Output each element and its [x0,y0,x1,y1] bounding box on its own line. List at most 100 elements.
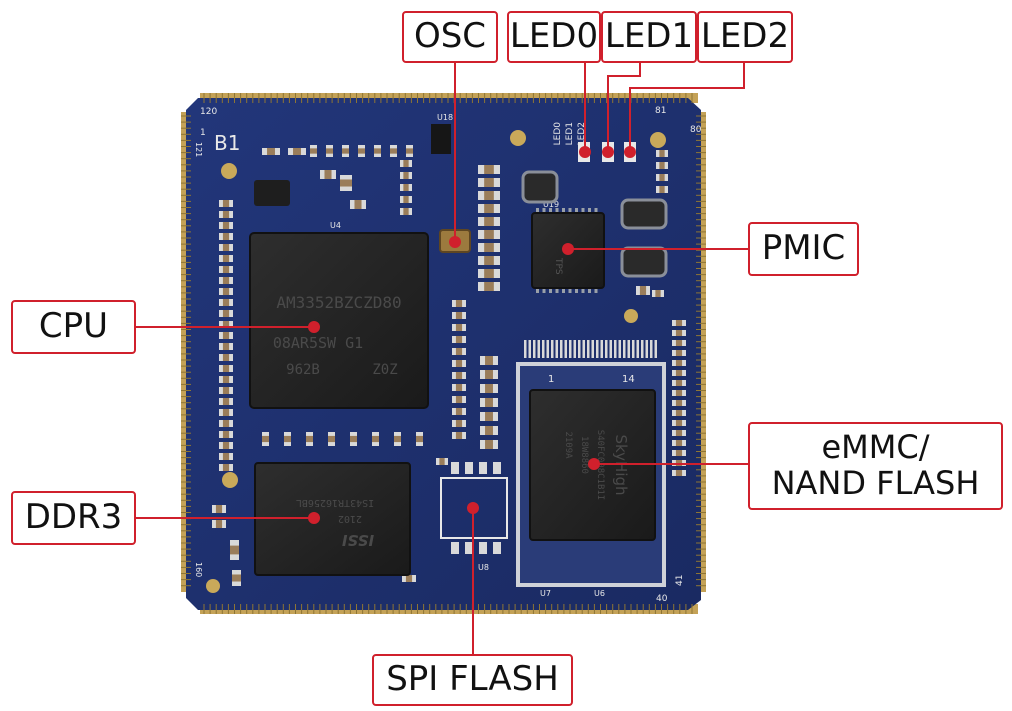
smd-body [484,178,494,187]
pmic-pin [549,208,552,213]
smd-body [485,426,493,435]
smd-body [659,174,665,181]
smd-part [372,432,379,446]
smd-body [293,148,301,155]
corner-80: 80 [690,125,702,135]
emmc-pin-pad [605,340,608,358]
smd-part [478,243,500,252]
smd-part [219,266,233,273]
smd-body [416,435,423,443]
smd-body [328,435,335,443]
pmic-pin [575,208,578,213]
led1-callout: LED1 [601,11,697,63]
emmc-pin-pad [645,340,648,358]
smd-part [480,356,498,365]
emmc-pin-pad [546,340,549,358]
led1-label: LED1 [604,16,694,57]
smd-part [478,191,500,200]
smd-part [656,186,668,193]
smd-body [675,410,683,416]
smd-body [306,435,313,443]
smd-body [405,575,413,582]
inductor [254,180,290,206]
smd-body [354,200,362,209]
smd-part [452,408,466,415]
pmic-pin [542,288,546,293]
emmc-label-line1: eMMC/ [821,428,930,467]
spi-pad [465,462,473,474]
smd-part [326,145,333,157]
spi-pad [479,462,487,474]
smd-body [403,196,409,203]
led2-dot [624,146,636,158]
led0-callout: LED0 [507,11,601,63]
smd-part [328,432,335,446]
smd-body [222,365,230,372]
smd-part [350,200,366,209]
smd-body [222,200,230,207]
smd-body [284,435,291,443]
smd-part [219,420,233,427]
smd-body [222,233,230,240]
smd-body [310,148,317,154]
smd-part [219,255,233,262]
smd-body [350,435,357,443]
smd-body [403,160,409,167]
cpu-marking-line2: 08AR5SW G1 [273,334,363,352]
osc-ref: U18 [437,113,453,122]
ddr3-label: DDR3 [24,497,123,538]
emmc-ref-b: U6 [594,589,605,598]
emmc-pin-pad [654,340,657,358]
smd-body [659,162,665,169]
cpu-dot [308,321,320,333]
smd-part [219,398,233,405]
smd-body [484,282,494,291]
smd-part [452,348,466,355]
smd-body [222,431,230,438]
cpu-marking-line1: AM3352BZCZD80 [276,293,401,312]
led1-leader [607,62,641,152]
osc-regulator [431,124,451,154]
smd-part [452,396,466,403]
smd-part [402,575,416,582]
smd-part [480,426,498,435]
smd-part [219,277,233,284]
smd-body [222,266,230,273]
smd-part [400,184,412,191]
smd-body [485,356,493,365]
corner-160: 160 [194,562,203,577]
smd-body [222,299,230,306]
smd-part [219,453,233,460]
smd-part [219,332,233,339]
smd-body [675,360,683,366]
cpu-label: CPU [38,306,109,347]
smd-body [455,432,463,439]
smd-body [455,360,463,367]
smd-part [219,464,233,471]
smd-body [655,290,661,297]
smd-body [358,148,365,154]
emmc-pin-pad [627,340,630,358]
smd-part [306,432,313,446]
smd-part [232,570,241,586]
smd-part [219,299,233,306]
smd-body [324,170,332,179]
emmc-pin-pad [641,340,644,358]
smd-part [452,300,466,307]
smd-part [219,288,233,295]
led1-dot [602,146,614,158]
corner-121: 121 [194,142,203,157]
smd-body [484,269,494,278]
smd-body [403,184,409,191]
emmc-pin-pad [537,340,540,358]
pmic-pin [542,208,546,213]
smd-body [484,191,494,200]
smd-body [403,172,409,179]
smd-body [374,148,381,154]
smd-part [230,540,239,560]
smd-body [222,211,230,218]
smd-part [656,174,668,181]
smd-part [390,145,397,157]
spi-flash-ref: U8 [478,563,489,572]
